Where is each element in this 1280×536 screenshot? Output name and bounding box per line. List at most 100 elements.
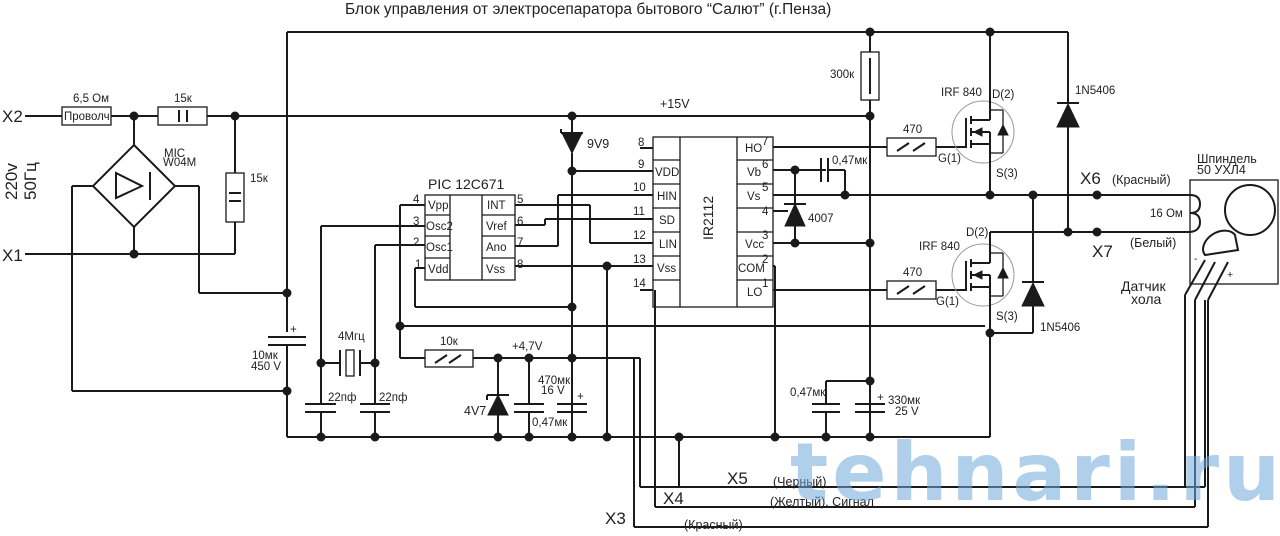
terminal-x5: X5 <box>727 469 748 488</box>
terminal-x4: X4 <box>663 489 684 508</box>
drv-pin-num: 8 <box>638 137 644 149</box>
mains-label: 220v 50Гц <box>2 162 40 200</box>
pic-pin-vss: Vss <box>486 264 505 276</box>
x3-color: (Красный) <box>684 518 743 532</box>
drv-pin-hin: HIN <box>657 191 677 203</box>
mosfet-hi-drain: D(2) <box>992 89 1015 101</box>
drv-pin-num: 5 <box>762 182 768 194</box>
pic-pin-num: 4 <box>413 194 420 206</box>
drv-pin-num: 3 <box>762 230 768 242</box>
mosfet-hi-gate: G(1) <box>938 153 961 165</box>
drv-pin-lin: LIN <box>659 239 677 251</box>
x6-color: (Красный) <box>1112 173 1171 187</box>
winding-label: 16 Ом <box>1150 208 1183 220</box>
drv-pin-num: 1 <box>762 278 768 290</box>
drv-pin-ho: HO <box>745 143 762 155</box>
drv-pin-lo: LO <box>747 287 762 299</box>
c-470-label-1: 470мк <box>538 375 571 387</box>
wire-resistor-value: 6,5 Ом <box>73 93 109 105</box>
crystal <box>345 349 355 377</box>
c-330-label-2: 25 V <box>895 406 919 418</box>
pic-chip <box>424 194 516 281</box>
terminal-x2: X2 <box>2 107 23 126</box>
drv-pin-vcc: Vcc <box>745 239 764 251</box>
mosfet-hi-name: IRF 840 <box>941 87 982 99</box>
resistor-15k-shunt <box>225 172 245 223</box>
drv-pin-num: 11 <box>633 206 645 218</box>
c-047-vcc-label: 0,47мк <box>790 387 826 399</box>
svg-text:220v: 220v <box>2 163 21 200</box>
diode-lo-label: 1N5406 <box>1040 322 1080 334</box>
pic-pin-num: 7 <box>517 237 523 249</box>
drv-pin-com: COM <box>738 263 765 275</box>
drv-pin-vdd: VDD <box>655 167 679 179</box>
drv-pin-num: 12 <box>633 230 646 242</box>
mosfet-lo-name: IRF 840 <box>919 241 960 253</box>
resistor-gate-lo <box>886 280 937 300</box>
c-22pf-2-label: 22пф <box>379 392 407 404</box>
pic-pin-osc2: Osc2 <box>426 221 453 233</box>
terminal-x1: X1 <box>2 246 23 265</box>
x4-color: (Желтый), Сигнал <box>770 495 874 509</box>
mosfet-lo-gate: G(1) <box>936 296 959 308</box>
diode-hi-label: 1N5406 <box>1075 85 1115 97</box>
resistor-gate-hi <box>886 137 937 157</box>
zener-4v7-label: 4V7 <box>464 404 486 418</box>
pic-pin-vpp: Vpp <box>428 200 448 212</box>
drv-pin-num: 6 <box>762 159 768 171</box>
plus-mark: + <box>290 324 297 336</box>
pic-pin-int: INT <box>487 200 506 212</box>
pic-pin-num: 3 <box>413 216 419 228</box>
mosfet-lo <box>951 231 1100 333</box>
drv-pin-num: 14 <box>633 278 646 290</box>
pic-pin-vdd: Vdd <box>428 264 448 276</box>
drv-pin-num: 7 <box>762 136 768 148</box>
drv-pin-vb: Vb <box>747 167 761 179</box>
hall-minus: - <box>1194 253 1198 265</box>
hall-label-1: Датчик <box>1121 278 1166 294</box>
pic-pin-num: 5 <box>517 194 523 206</box>
resistor-gate-lo-label: 470 <box>903 267 922 279</box>
bridge-label-2: W04M <box>163 157 196 169</box>
pic-pin-osc1: Osc1 <box>426 242 453 254</box>
driver-name: IR2112 <box>700 196 716 240</box>
resistor-gate-hi-label: 470 <box>903 124 922 136</box>
plus-mark: + <box>877 392 884 404</box>
mosfet-hi-source: S(3) <box>996 168 1018 180</box>
diode-4007-label: 4007 <box>808 213 834 225</box>
svg-text:50Гц: 50Гц <box>21 162 40 200</box>
drv-pin-num: 13 <box>633 254 646 266</box>
drv-pin-vs: Vs <box>747 191 761 203</box>
mosfet-lo-source: S(3) <box>996 311 1018 323</box>
mosfet-lo-drain: D(2) <box>966 227 989 239</box>
drv-pin-num: 9 <box>638 159 644 171</box>
wire-resistor-label: Проволч <box>64 111 110 123</box>
hall-plus: + <box>1227 269 1233 281</box>
terminal-x3: X3 <box>605 509 626 528</box>
terminal-x6: X6 <box>1080 169 1101 188</box>
spindle-motor <box>1189 179 1279 285</box>
plus-mark: + <box>577 391 584 403</box>
terminal-x7: X7 <box>1092 242 1113 261</box>
zener-9v9-label: 9V9 <box>587 137 609 151</box>
driver-chip <box>652 136 774 308</box>
drv-pin-vss: Vss <box>657 263 676 275</box>
mosfet-hi <box>951 32 1015 195</box>
x5-color: (Черный) <box>773 475 826 489</box>
motor-name: Шпиндель <box>1197 152 1257 166</box>
pic-pin-num: 6 <box>517 216 523 228</box>
resistor-10k <box>424 349 474 368</box>
x7-color: (Белый) <box>1130 236 1176 250</box>
drv-pin-num: 10 <box>633 182 646 194</box>
watermark: tehnari.ru <box>790 426 1280 519</box>
c-22pf-1-label: 22пф <box>328 392 356 404</box>
drv-pin-num: 4 <box>762 206 769 218</box>
pic-pin-num: 2 <box>413 237 419 249</box>
pic-pin-num: 1 <box>415 259 421 271</box>
resistor-15k-shunt-label: 15к <box>250 173 269 185</box>
motor-model: 50 УХЛ4 <box>1197 163 1246 177</box>
resistor-15k-series-label: 15к <box>174 93 193 105</box>
resistor-15k-series <box>157 106 208 126</box>
bridge-rectifier <box>91 116 177 254</box>
